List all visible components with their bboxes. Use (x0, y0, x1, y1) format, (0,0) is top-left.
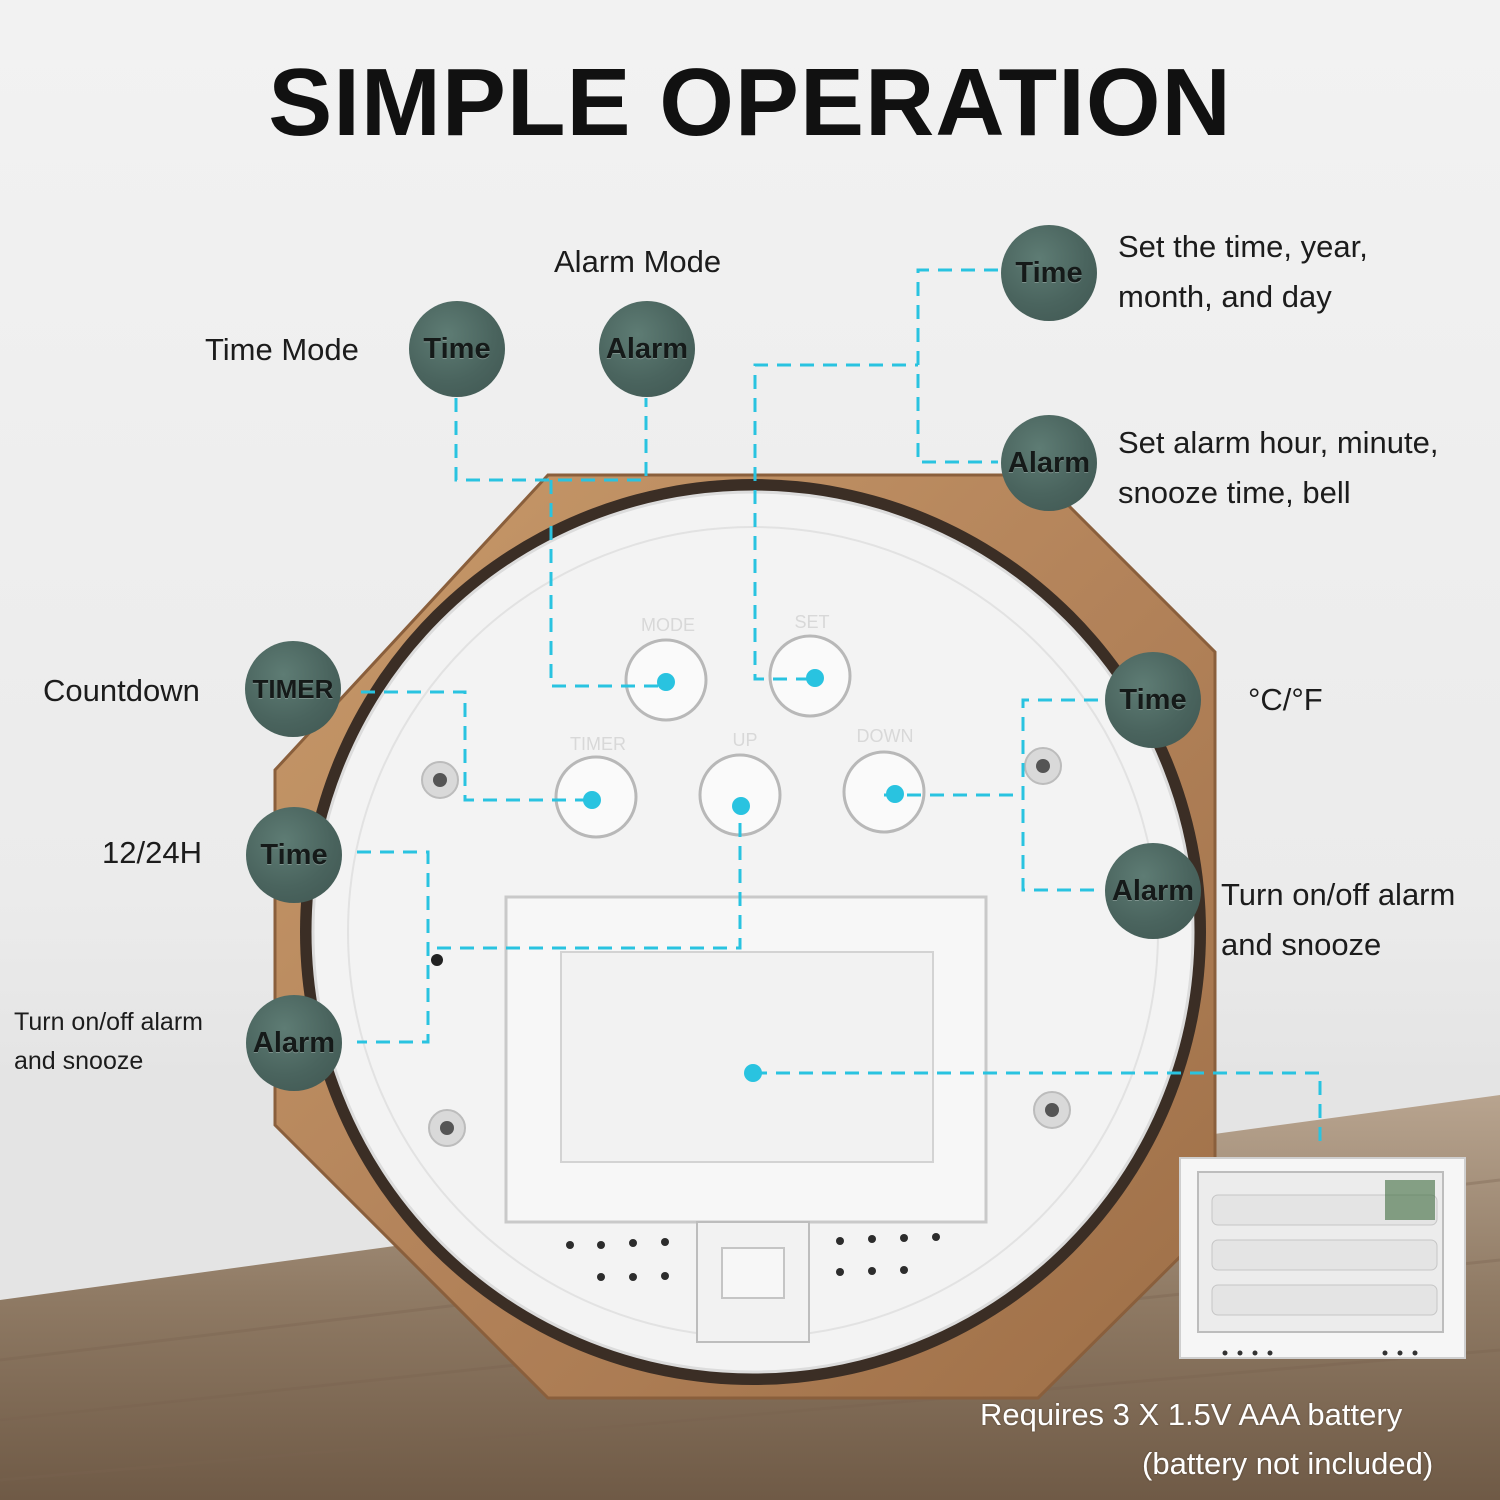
svg-text:TIMER: TIMER (570, 734, 626, 754)
svg-text:UP: UP (732, 730, 757, 750)
alarm-toggle-left-label-2: and snooze (14, 1047, 144, 1075)
mode-marker (657, 673, 675, 691)
temp-unit-badge: Time (1105, 652, 1201, 748)
down-button[interactable]: DOWN (842, 726, 926, 834)
countdown-label: Countdown (43, 673, 200, 708)
reset-hole (431, 954, 443, 966)
leader-lines (357, 268, 1322, 1148)
set-marker (806, 669, 824, 687)
battery-not-included-label: (battery not included) (1142, 1446, 1434, 1481)
battery-marker (744, 1064, 762, 1082)
alarm-toggle-left-label-1: Turn on/off alarm (14, 1008, 203, 1036)
alarm-toggle-right-label-2: and snooze (1221, 927, 1382, 962)
set-alarm-label-2: snooze time, bell (1118, 475, 1351, 510)
down-marker (886, 785, 904, 803)
svg-text:MODE: MODE (641, 615, 695, 635)
temp-unit-label: °C/°F (1248, 682, 1323, 717)
alarm-toggle-left-badge: Alarm (246, 995, 342, 1091)
alarm-toggle-right-badge: Alarm (1105, 843, 1201, 939)
speaker-grille (566, 1233, 940, 1281)
set-time-label-2: month, and day (1118, 279, 1332, 314)
set-alarm-badge: Alarm (1001, 415, 1097, 511)
battery-requirement-label: Requires 3 X 1.5V AAA battery (980, 1397, 1403, 1432)
alarm-toggle-right-label-1: Turn on/off alarm (1221, 877, 1456, 912)
alarm-mode-badge: Alarm (599, 301, 695, 397)
set-time-label-1: Set the time, year, (1118, 229, 1368, 264)
time-mode-label: Time Mode (205, 332, 359, 367)
timer-marker (583, 791, 601, 809)
set-alarm-label-1: Set alarm hour, minute, (1118, 425, 1439, 460)
countdown-timer-badge: TIMER (245, 641, 341, 737)
svg-text:DOWN: DOWN (857, 726, 914, 746)
alarm-mode-label: Alarm Mode (554, 244, 722, 279)
twelve-24-label: 12/24H (102, 835, 202, 870)
twelve-24-badge: Time (246, 807, 342, 903)
svg-text:SET: SET (794, 612, 829, 632)
set-time-badge: Time (1001, 225, 1097, 321)
battery-cover-inset (560, 951, 934, 1163)
up-button[interactable]: UP (698, 730, 782, 837)
page-title: SIMPLE OPERATION (268, 49, 1232, 156)
up-marker (732, 797, 750, 815)
battery-compartment-photo (1179, 1157, 1466, 1359)
time-mode-badge: Time (409, 301, 505, 397)
